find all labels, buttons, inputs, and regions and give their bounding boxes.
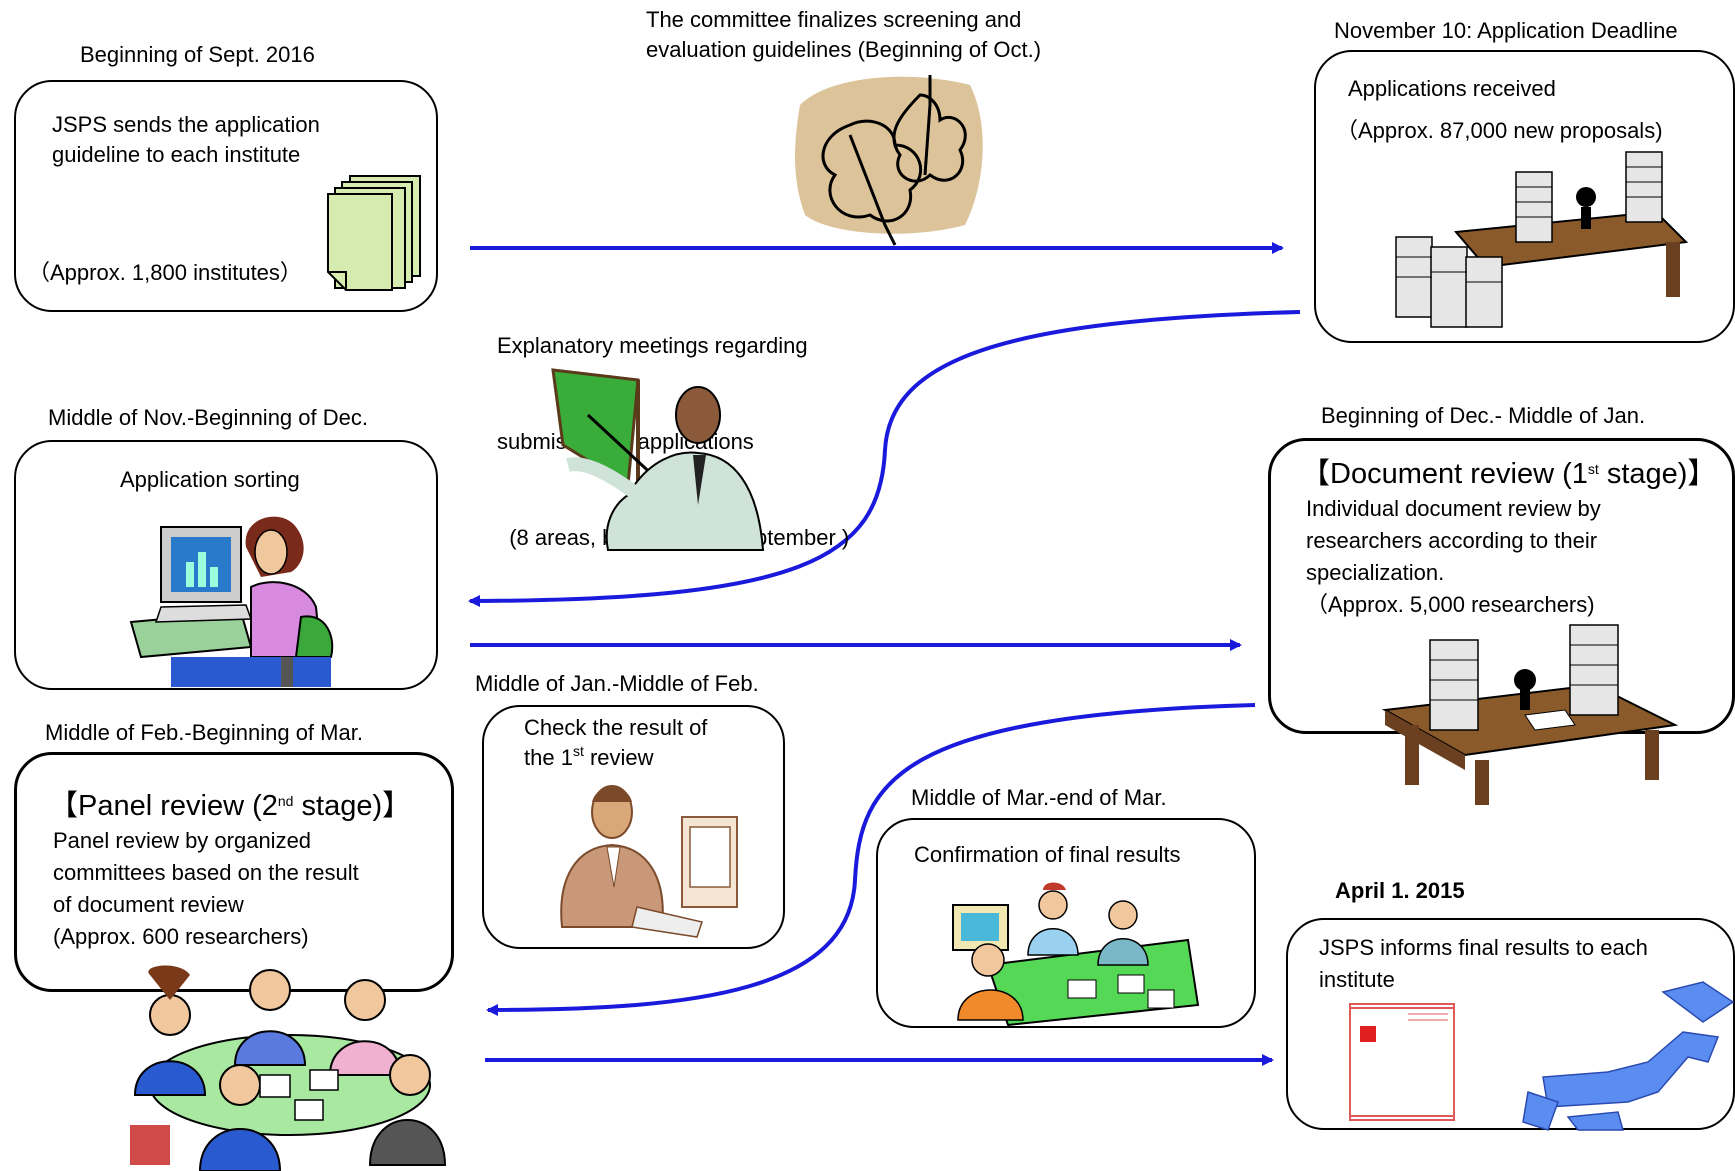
computer-worker-icon [129, 516, 334, 687]
japan-map-icon [1522, 981, 1735, 1131]
meeting-table-icon [130, 965, 447, 1171]
reviewer-desk-icon [1381, 624, 1679, 805]
step2-note: （Approx. 87,000 new proposals) [1336, 118, 1663, 143]
step1-note: （Approx. 1,800 institutes） [28, 260, 302, 285]
step7-title: Confirmation of final results [914, 842, 1181, 867]
step6-box: 【Panel review (2nd stage)】 Panel review … [14, 752, 454, 992]
step5-text: Check the result of the 1st review [524, 715, 708, 770]
documents-icon [327, 175, 421, 291]
leaves-icon [795, 75, 983, 246]
step8-caption: April 1. 2015 [1335, 878, 1465, 903]
arrow-step4-to-step6 [486, 703, 1256, 1016]
step1-caption: Beginning of Sept. 2016 [80, 42, 315, 67]
step3-box: Application sorting [14, 440, 438, 690]
guidelines-title: The committee finalizes screening and ev… [646, 7, 1042, 62]
step7-box: Confirmation of final results [876, 818, 1256, 1028]
step4-text: Individual document review by researcher… [1306, 496, 1601, 617]
step1-text: JSPS sends the application guideline to … [52, 112, 320, 167]
letter-icon [1349, 1003, 1455, 1121]
arrow-step2-to-step3 [468, 310, 1301, 607]
office-team-icon [952, 882, 1200, 1027]
step3-caption: Middle of Nov.-Beginning of Dec. [48, 405, 368, 430]
step5-box: Check the result of the 1st review [482, 705, 785, 949]
paper-stacks-desk-icon [1395, 151, 1689, 328]
step6-caption: Middle of Feb.-Beginning of Mar. [45, 720, 363, 745]
step6-title: 【Panel review (2nd stage)】 [49, 790, 412, 822]
step2-box: Applications received （Approx. 87,000 ne… [1314, 50, 1735, 343]
step1-box: JSPS sends the application guideline to … [14, 80, 438, 312]
step5-caption: Middle of Jan.-Middle of Feb. [475, 671, 759, 696]
step4-caption: Beginning of Dec.- Middle of Jan. [1321, 403, 1646, 428]
step3-title: Application sorting [120, 467, 300, 492]
step4-title: 【Document review (1st stage)】 [1301, 458, 1717, 490]
step8-box: JSPS informs final results to each insti… [1286, 918, 1735, 1131]
step2-caption: November 10: Application Deadline [1334, 18, 1678, 43]
step8-text: JSPS informs final results to each insti… [1319, 935, 1648, 992]
step2-title: Applications received [1348, 76, 1556, 101]
teacher-pointer-icon [551, 368, 765, 551]
step7-caption: Middle of Mar.-end of Mar. [911, 785, 1167, 810]
step6-text: Panel review by organized committees bas… [53, 828, 359, 949]
man-at-computer-icon [560, 785, 738, 938]
